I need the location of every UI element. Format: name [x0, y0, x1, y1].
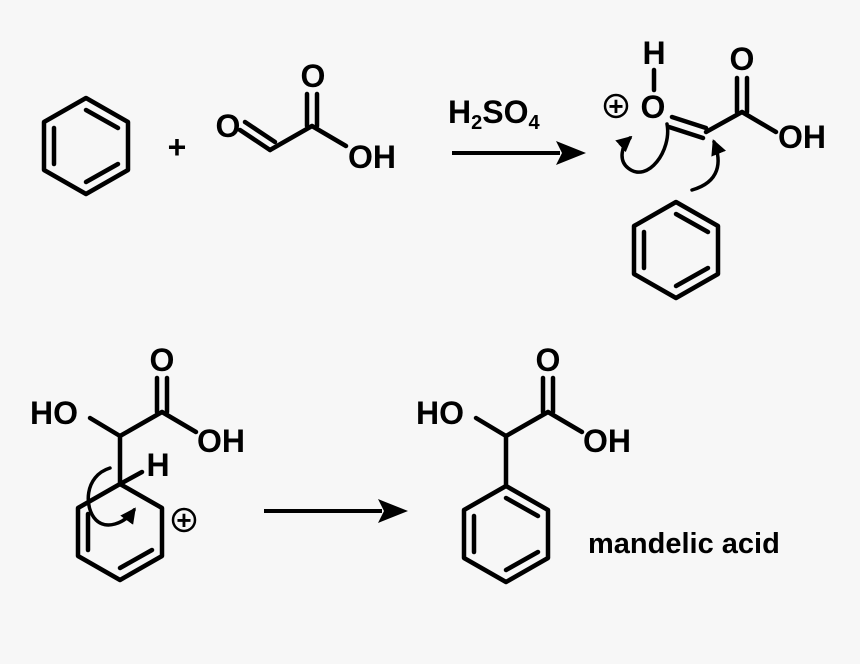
product-benzene-ring [461, 483, 551, 585]
product-alcohol-group: HO [416, 395, 464, 431]
protonated-intermediate: H + O O OH [603, 35, 826, 301]
product-name: mandelic acid [588, 528, 780, 560]
benzene-reactant [41, 95, 131, 197]
hydroxyl-group: OH [348, 139, 396, 175]
carbonyl-oxygen-2: O [150, 342, 175, 378]
oxonium-hydrogen: H [642, 35, 665, 71]
curly-arrow-icon [86, 466, 136, 527]
curly-arrow-icon [615, 122, 670, 174]
curly-arrow-icon [690, 139, 726, 192]
positive-charge-icon [603, 93, 629, 119]
mandelic-acid-structure: HO O OH [416, 342, 631, 585]
reagent-sulfuric-acid: H2SO4 [448, 94, 540, 134]
acid-carbonyl-oxygen: O [730, 41, 755, 77]
arenium-intermediate: HO O OH H + [30, 342, 245, 583]
ipso-hydrogen: H [146, 447, 169, 483]
reaction-arrow-2 [264, 499, 408, 523]
glyoxylic-acid: O O OH [216, 58, 396, 175]
reaction-arrow-1 [452, 141, 586, 165]
aldehyde-oxygen: O [216, 108, 241, 144]
positive-charge-sign-2: + [176, 505, 191, 535]
oxonium-oxygen: O [641, 89, 666, 125]
positive-charge-icon [171, 507, 197, 533]
benzene-nucleophile [631, 199, 721, 301]
carbonyl-oxygen: O [301, 58, 326, 94]
plus-sign: + [168, 129, 187, 165]
product-hydroxyl: OH [583, 423, 631, 459]
hydroxyl-group-2: OH [197, 423, 245, 459]
product-carbonyl-oxygen: O [536, 342, 561, 378]
alcohol-group: HO [30, 395, 78, 431]
acid-hydroxyl: OH [778, 119, 826, 155]
positive-charge-sign: + [608, 91, 623, 121]
